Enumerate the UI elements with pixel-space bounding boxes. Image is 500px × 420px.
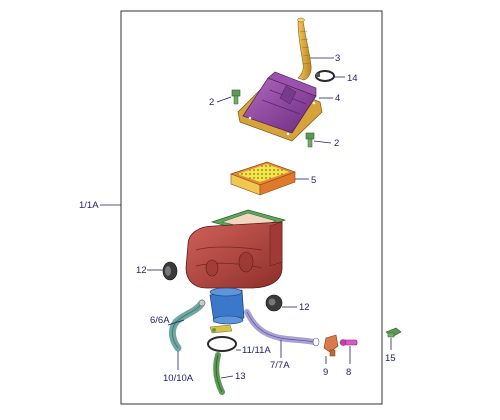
filter-cover-part (237, 71, 323, 142)
label-part12-left: 12 (136, 265, 147, 276)
label-part11: 11/11A (242, 345, 271, 356)
breather-hose-part (213, 352, 225, 395)
screw-part (385, 327, 402, 338)
leader-lines (100, 57, 392, 379)
label-part15: 15 (385, 353, 396, 364)
drain-hose-part (168, 299, 206, 352)
outlet-tube-part (209, 287, 245, 325)
hose-clamp-part (315, 70, 335, 82)
label-part3: 3 (335, 53, 340, 64)
label-part4: 4 (335, 93, 340, 104)
bolt-part-right (305, 132, 315, 148)
label-part10: 10/10A (163, 373, 194, 384)
clamp-ring-part (207, 324, 237, 352)
connector-part (323, 334, 339, 357)
label-part14: 14 (347, 73, 358, 84)
label-part6: 6/6A (150, 315, 170, 326)
label-part8: 8 (346, 367, 351, 378)
label-part5: 5 (311, 175, 316, 186)
air-filter-element-part (229, 161, 297, 196)
label-part2-right: 2 (334, 138, 339, 149)
label-part9: 9 (323, 367, 328, 378)
grommet-part-left (162, 261, 178, 281)
fitting-part (339, 339, 358, 346)
label-part13: 13 (235, 371, 246, 382)
bolt-part-left (231, 89, 241, 105)
intake-duct-part (297, 17, 312, 81)
air-cleaner-housing-part (185, 209, 287, 289)
vent-pipe-part (244, 309, 320, 347)
label-assembly: 1/1A (79, 200, 99, 211)
label-part2-left: 2 (209, 97, 214, 108)
diagram-frame (120, 10, 383, 405)
grommet-part-right (265, 294, 283, 312)
label-part12-right: 12 (299, 302, 310, 313)
label-part7: 7/7A (270, 360, 290, 371)
